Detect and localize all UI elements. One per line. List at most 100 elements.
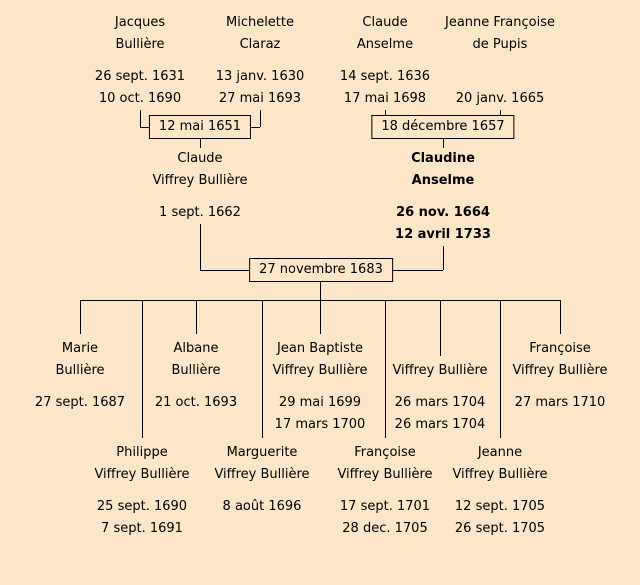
name-line: Marie (61, 341, 99, 356)
name-line: Jeanne Françoise (445, 15, 555, 30)
person-dates: 1 sept. 1662 (152, 202, 247, 224)
connector-line (500, 300, 501, 438)
connector-line (196, 300, 197, 334)
name-line: Viffrey Bullière (392, 363, 488, 378)
marriage-date: 18 décembre 1657 (381, 119, 505, 134)
name-line: Viffrey Bullière (94, 467, 190, 482)
person-jeanne-francoise-de-pupis: Jeanne Françoise de Pupis 20 janv. 1665 (445, 12, 555, 110)
connector-line (262, 300, 263, 438)
marriage-date-box: 12 mai 1651 (148, 115, 252, 139)
name-line: Bullière (55, 363, 105, 378)
person-dates: 20 janv. 1665 (445, 88, 555, 110)
person-michelette-claraz: Michelette Claraz 13 janv. 1630 27 mai 1… (216, 12, 305, 110)
connector-line (443, 139, 444, 148)
date-line: 27 sept. 1687 (34, 395, 126, 410)
person-name: Marguerite Viffrey Bullière (214, 442, 309, 486)
name-line: Anselme (356, 37, 414, 52)
connector-line (260, 110, 261, 127)
date-line: 17 mars 1700 (274, 417, 366, 432)
connector-line (320, 282, 321, 300)
name-line: Viffrey Bullière (152, 173, 248, 188)
name-line: Claude (362, 15, 408, 30)
date-line: 29 mai 1699 (278, 395, 362, 410)
person-dates: 13 janv. 1630 27 mai 1693 (216, 66, 305, 110)
person-marie-bulliere: Marie Bullière 27 sept. 1687 (35, 338, 125, 414)
name-line: Bullière (171, 363, 221, 378)
person-dates: 26 mars 1704 26 mars 1704 (392, 392, 487, 436)
person-philippe-viffrey-bulliere: Philippe Viffrey Bullière 25 sept. 1690 … (94, 442, 189, 540)
person-claude-anselme: Claude Anselme 14 sept. 1636 17 mai 1698 (340, 12, 430, 110)
person-albane-bulliere: Albane Bullière 21 oct. 1693 (155, 338, 237, 414)
date-line: 14 sept. 1636 (339, 69, 431, 84)
person-claudine-anselme: Claudine Anselme 26 nov. 1664 12 avril 1… (395, 148, 491, 246)
person-dates: 17 sept. 1701 28 dec. 1705 (337, 496, 432, 540)
date-line: 26 nov. 1664 (396, 205, 490, 220)
person-name: Jeanne Françoise de Pupis (445, 12, 555, 56)
person-dates: 27 mars 1710 (512, 392, 607, 414)
connector-line (560, 300, 561, 334)
name-line: Viffrey Bullière (452, 467, 548, 482)
date-line: 17 sept. 1701 (339, 499, 431, 514)
person-jacques-bulliere: Jacques Bullière 26 sept. 1631 10 oct. 1… (95, 12, 185, 110)
name-line: Claude (177, 151, 223, 166)
name-line: Claraz (239, 37, 281, 52)
person-claude-viffrey-bulliere: Claude Viffrey Bullière 1 sept. 1662 (152, 148, 247, 224)
connector-line (320, 300, 321, 334)
date-line: 20 janv. 1665 (455, 91, 545, 106)
name-line: Françoise (529, 341, 591, 356)
date-line: 8 août 1696 (222, 499, 302, 514)
date-line: 7 sept. 1691 (101, 521, 183, 536)
connector-line (443, 246, 444, 270)
date-line: 12 sept. 1705 (454, 499, 546, 514)
name-line: Claudine (411, 151, 475, 166)
name-line: Anselme (411, 173, 475, 188)
marriage-date-box: 18 décembre 1657 (371, 115, 515, 139)
name-line: Françoise (354, 445, 416, 460)
person-name: Françoise Viffrey Bullière (512, 338, 607, 382)
person-name: Jeanne Viffrey Bullière (452, 442, 547, 486)
name-line: Albane (173, 341, 219, 356)
person-jeanne-viffrey-bulliere: Jeanne Viffrey Bullière 12 sept. 1705 26… (452, 442, 547, 540)
person-dates: 8 août 1696 (214, 496, 309, 518)
name-line: de Pupis (472, 37, 528, 52)
name-line: Philippe (116, 445, 168, 460)
date-line: 17 mai 1698 (343, 91, 427, 106)
person-name: Claudine Anselme (395, 148, 491, 192)
name-line: Viffrey Bullière (214, 467, 310, 482)
marriage-date: 27 novembre 1683 (259, 262, 383, 277)
connector-line (440, 300, 441, 356)
person-dates: 27 sept. 1687 (35, 392, 125, 414)
name-line: Bullière (115, 37, 165, 52)
connector-line (142, 300, 143, 438)
date-line: 12 avril 1733 (395, 227, 491, 242)
date-line: 21 oct. 1693 (154, 395, 238, 410)
name-line: Jean Baptiste (277, 341, 363, 356)
date-line: 25 sept. 1690 (96, 499, 188, 514)
person-marguerite-viffrey-bulliere: Marguerite Viffrey Bullière 8 août 1696 (214, 442, 309, 518)
name-line: Viffrey Bullière (512, 363, 608, 378)
name-line: Jeanne (477, 445, 523, 460)
connector-line (385, 300, 386, 438)
date-line: 26 sept. 1631 (94, 69, 186, 84)
date-line: 1 sept. 1662 (159, 205, 241, 220)
connector-line (140, 110, 141, 127)
name-line: Viffrey Bullière (272, 363, 368, 378)
person-name: Michelette Claraz (216, 12, 305, 56)
person-name: Viffrey Bullière (392, 360, 487, 382)
person-dates: 21 oct. 1693 (155, 392, 237, 414)
marriage-date: 12 mai 1651 (158, 119, 242, 134)
person-dates: 26 nov. 1664 12 avril 1733 (395, 202, 491, 246)
date-line: 27 mars 1710 (514, 395, 606, 410)
marriage-date-box: 27 novembre 1683 (249, 258, 393, 282)
person-name: Françoise Viffrey Bullière (337, 442, 432, 486)
date-line: 10 oct. 1690 (98, 91, 182, 106)
name-line: Viffrey Bullière (337, 467, 433, 482)
connector-line (200, 139, 201, 148)
person-name: Jean Baptiste Viffrey Bullière (272, 338, 367, 382)
person-name: Albane Bullière (155, 338, 237, 382)
person-dates: 12 sept. 1705 26 sept. 1705 (452, 496, 547, 540)
date-line: 26 mars 1704 (394, 395, 486, 410)
date-line: 26 sept. 1705 (454, 521, 546, 536)
connector-line (80, 300, 81, 334)
